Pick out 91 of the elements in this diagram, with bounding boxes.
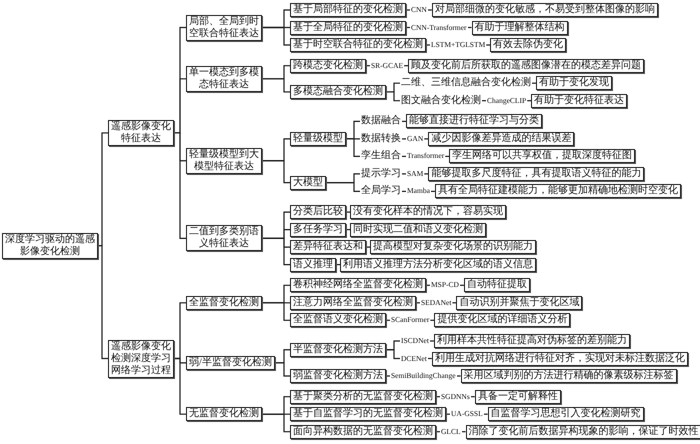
- topic-box: 弱监督变化检测方法: [290, 369, 386, 383]
- connector-line: [262, 238, 290, 266]
- topic-box: 提供变化区域的详细语义分析: [434, 313, 570, 328]
- topic-box: 消除了变化前后数据异构现象的影响，保证了时效性: [466, 424, 700, 439]
- connector-line: [262, 160, 290, 184]
- connector-line: [430, 320, 434, 321]
- topic-box: 有助于理解整体结构: [472, 20, 568, 34]
- connector-line: [436, 396, 440, 398]
- connector-line: [174, 132, 186, 239]
- topic-box: 采用区域判别的方法进行精确的像素级标注标签: [460, 369, 677, 383]
- topic-box: 有效去除伪变化: [490, 38, 566, 52]
- topic-box: 大模型: [290, 176, 326, 190]
- topic-box: 提高模型对复杂变化场景的识别能力: [370, 240, 536, 254]
- topic-box: 局部、全局到时空联合特征表达: [186, 14, 262, 40]
- topic-box: 自动识别并聚焦于变化区域: [456, 296, 582, 310]
- topic-box: 多任务学习: [290, 222, 346, 237]
- topic-box: 跨模态变化检测: [290, 58, 366, 73]
- connector-line: [386, 91, 400, 102]
- connector-line: [484, 414, 488, 415]
- connector-line: [262, 78, 290, 93]
- connector-line: [470, 396, 475, 398]
- topic-box: 弱/半监督变化检测: [186, 356, 275, 370]
- connector-line: [527, 100, 532, 102]
- connector-line: [462, 431, 466, 432]
- connector-line: [452, 302, 456, 304]
- topic-box: 二值到多类别语义特征表达: [186, 225, 262, 252]
- method-label: 数据融合: [360, 115, 402, 128]
- connector-line: [416, 302, 420, 304]
- topic-box: 有助于变化发现: [536, 76, 612, 90]
- topic-box: 具备一定可解释性: [474, 390, 561, 404]
- connector-line: [262, 26, 290, 46]
- topic-box: 顾及变化前后所获取的遥感图像潜在的模态差异问题: [408, 58, 644, 73]
- topic-box: 同时实现二值和语义变化检测: [350, 222, 486, 237]
- topic-box: 无监督变化检测: [186, 407, 262, 422]
- connector-line: [366, 65, 370, 66]
- topic-box: 差异特征表达和: [290, 240, 366, 254]
- method-label: 二维、三维信息融合变化检测: [400, 77, 532, 90]
- connector-line: [174, 358, 186, 415]
- connector-line: [460, 284, 464, 286]
- connector-line: [404, 65, 408, 66]
- topic-box: 有助于变化特征表达: [531, 94, 628, 108]
- topic-box: 减少因影像差异造成的结果误差: [428, 132, 574, 146]
- topic-box: 遥感影像变化检测深度学习网络学习过程: [108, 340, 174, 378]
- topic-box: 能够提取多尺度特征，具有提取语义特征的能力: [428, 166, 644, 181]
- connector-line: [426, 284, 430, 286]
- topic-box: 半监督变化检测方法: [290, 342, 386, 357]
- topic-box: 面向异构数据的无监督变化检测: [290, 424, 436, 439]
- topic-box: 分类后比较: [290, 205, 346, 220]
- topic-box: 注意力网络全监督变化检测: [290, 296, 416, 310]
- method-label: 数据转换: [360, 132, 402, 145]
- topic-box: 能够直接进行特征学习与分类: [406, 114, 542, 128]
- method-label: 提示学习: [360, 168, 402, 180]
- topic-box: 自动特征提取: [464, 278, 530, 292]
- topic-box: 基于局部特征的变化检测: [290, 3, 406, 17]
- topic-box: 利用生成对抗网络进行特征对齐，实现对未标注数据泛化: [432, 352, 688, 366]
- topic-box: 遥感影像变化特征表达: [108, 120, 174, 146]
- connector-line: [98, 245, 108, 360]
- topic-box: 卷积神经网络全监督变化检测: [290, 278, 426, 292]
- topic-box: 深度学习驱动的遥感影像变化检测: [2, 232, 98, 259]
- connector-line: [532, 82, 536, 84]
- topic-box: 轻量级模型到大模型特征表达: [186, 148, 262, 174]
- method-label: 孪生组合: [360, 150, 402, 162]
- topic-box: 自监督学习思想引入变化检测研究: [488, 407, 644, 422]
- topic-box: 基于全局特征的变化检测: [290, 20, 406, 34]
- method-label: 图文融合变化检测: [400, 94, 482, 107]
- topic-box: 孪生网络可以共享权值，提取深度特征图: [449, 149, 636, 164]
- topic-box: 利用语义推理方法分析变化区域的语义信息: [340, 258, 536, 272]
- connector-line: [482, 100, 486, 102]
- topic-box: 语义推理: [290, 258, 336, 272]
- topic-box: 对局部细微的变化敏感，不易受到整体图像的影响: [432, 3, 658, 17]
- topic-box: 基于时空联合特征的变化检测: [290, 38, 426, 52]
- topic-box: 全监督语义变化检测: [290, 313, 386, 328]
- topic-box: 基于聚类分析的无监督变化检测: [290, 390, 436, 404]
- topic-box: 利用样本共性特征提高对伪标签的差别能力: [434, 334, 630, 348]
- connector-line: [386, 349, 400, 360]
- connector-line: [326, 182, 360, 192]
- topic-box: 具有全局特征建模能力，能够更加精确地检测时空变化: [434, 184, 681, 198]
- topic-box: 没有变化样本的情况下，容易实现: [350, 205, 506, 220]
- connector-line: [436, 431, 440, 432]
- connector-line: [262, 414, 290, 432]
- connector-line: [262, 302, 290, 321]
- topic-box: 全监督变化检测: [186, 296, 262, 310]
- topic-box: 轻量级模型: [290, 132, 346, 146]
- connector-line: [446, 414, 450, 415]
- connector-line: [386, 320, 390, 321]
- topic-box: 基于自监督学习的无监督变化检测: [290, 407, 446, 422]
- method-label: 全局学习: [360, 185, 402, 198]
- connector-line: [346, 138, 360, 157]
- connector-line: [274, 362, 290, 377]
- topic-box: 多模态融合变化检测: [290, 84, 386, 99]
- topic-box: 单一模态到多模态特征表达: [186, 66, 262, 92]
